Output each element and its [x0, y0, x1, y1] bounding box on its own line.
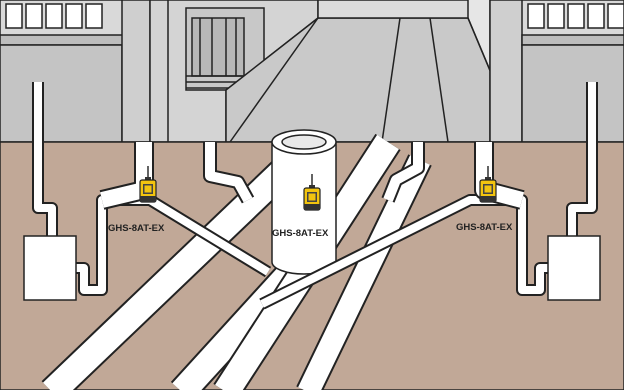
left-tank [23, 235, 77, 301]
surface [0, 0, 624, 143]
middle-building [149, 0, 319, 143]
detector-right-label: GHS-8AT-EX [456, 222, 513, 233]
right-building [489, 0, 624, 143]
basement-tanks [23, 235, 601, 301]
pipe-4 [296, 154, 432, 390]
detector-center-label: GHS-8AT-EX [272, 228, 329, 239]
detector-labels: GHS-8AT-EX GHS-8AT-EX GHS-8AT-EX [108, 222, 513, 239]
left-building [0, 0, 151, 143]
pipe-1 [41, 161, 293, 390]
right-tank [547, 235, 601, 301]
detector-left-label: GHS-8AT-EX [108, 223, 165, 234]
street [225, 0, 522, 143]
